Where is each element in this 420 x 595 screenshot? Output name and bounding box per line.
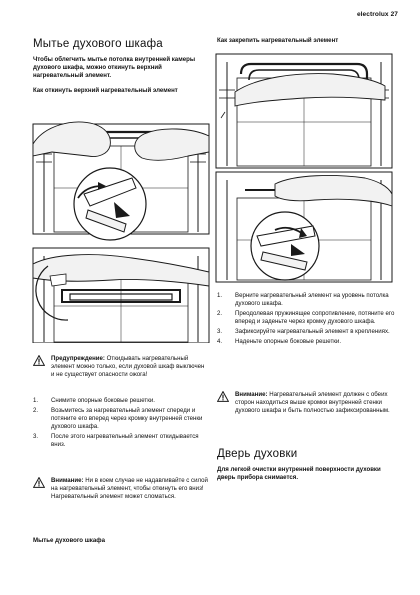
intro-paragraph: Чтобы облегчить мытье потолка внутренней…: [33, 56, 196, 80]
page-header: electrolux 27: [357, 11, 398, 18]
list-item: 3.Зафиксируйте нагревательный элемент в …: [217, 327, 390, 335]
list-item: 2.Преодолевая пружинящее сопротивление, …: [217, 309, 395, 326]
oven-interior-panel-bottom: [32, 247, 210, 343]
steps-fold-down: 1.Снимите опорные боковые решетки. 2.Воз…: [33, 397, 209, 451]
brand-name: electrolux: [356, 11, 389, 18]
list-item: 2.Возьмитесь за нагревательный элемент с…: [33, 406, 203, 431]
caution-text: Нагревательный элемент должен с обеих ст…: [235, 391, 390, 415]
oven-interior-panel-top: [32, 121, 210, 241]
warning-note: Предупреждение: Откидывать нагревательны…: [33, 355, 209, 380]
list-item: 3.После этого нагревательный элемент отк…: [33, 432, 199, 449]
caution-label: Внимание:: [51, 477, 84, 484]
warning-text: Откидывать нагревательный элемент можно …: [51, 355, 205, 379]
warning-label: Предупреждение:: [51, 355, 105, 362]
caution-triangle-icon: [33, 477, 45, 488]
figure-fold-down-heating-element: [32, 106, 210, 343]
caution-triangle-icon: [217, 391, 229, 402]
caution-note-left: Внимание: Ни в коем случае не надавливай…: [33, 477, 209, 502]
figure-caption-fold-down: Как откинуть верхний нагревательный элем…: [33, 87, 178, 94]
figure-fix-heating-element: [215, 48, 393, 283]
steps-fix-element: 1.Верните нагревательный элемент на уров…: [217, 292, 397, 347]
list-item: 1.Снимите опорные боковые решетки.: [33, 397, 155, 404]
section-title-cleaning: Мытье духового шкафа: [33, 38, 163, 50]
section-title-door: Дверь духовки: [217, 448, 298, 460]
oven-interior-panel-bottom: [215, 171, 393, 283]
warning-triangle-icon: [33, 355, 45, 366]
list-item: 1.Верните нагревательный элемент на уров…: [217, 292, 389, 308]
oven-interior-panel-top: [215, 53, 393, 169]
door-paragraph: Для легкой очистки внутренней поверхност…: [217, 466, 381, 482]
page-number: 27: [390, 11, 398, 18]
list-item: 4.Наденьте опорные боковые решетки.: [217, 337, 342, 345]
caution-text: Ни в коем случае не надавливайте с силой…: [51, 477, 208, 501]
figure-caption-fix-element: Как закрепить нагревательный элемент: [217, 37, 339, 44]
caution-note-right: Внимание: Нагревательный элемент должен …: [217, 391, 397, 416]
caution-label: Внимание:: [235, 391, 268, 398]
footer-section-label: Мытье духового шкафа: [33, 537, 105, 544]
